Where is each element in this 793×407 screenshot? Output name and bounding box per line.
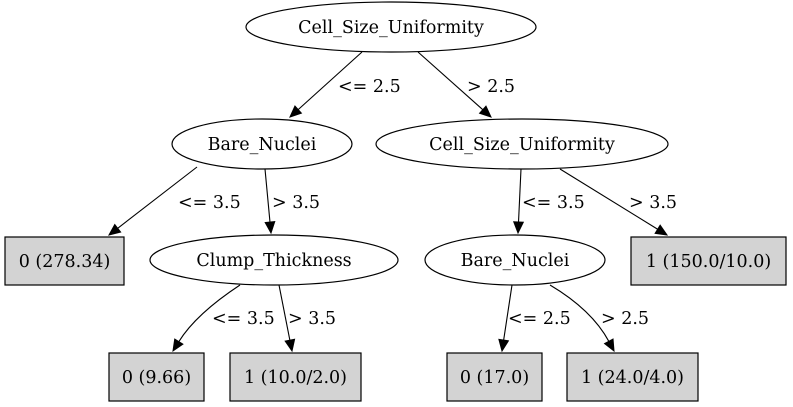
tree-edge: <= 3.5: [108, 166, 241, 236]
arrow-head-icon: [284, 338, 296, 353]
edge-line: [549, 284, 610, 342]
split-node: Clump_Thickness: [149, 234, 399, 286]
node-label: 1 (150.0/10.0): [646, 252, 771, 272]
arrow-head-icon: [512, 221, 525, 235]
node-label: Cell_Size_Uniformity: [429, 135, 615, 155]
tree-edge: <= 3.5: [172, 284, 275, 353]
leaf-node: 1 (10.0/2.0): [229, 352, 362, 402]
node-label: Cell_Size_Uniformity: [298, 18, 484, 38]
node-label: 0 (9.66): [122, 368, 191, 388]
edge-line: [264, 168, 271, 223]
leaf-node: 0 (9.66): [108, 352, 205, 402]
edge-label: > 3.5: [288, 309, 336, 329]
edge-label: <= 2.5: [338, 77, 401, 97]
edge-line: [559, 168, 658, 230]
arrow-head-icon: [108, 223, 122, 236]
tree-edge: <= 3.5: [512, 168, 585, 235]
arrow-head-icon: [289, 105, 303, 118]
node-ellipse: [245, 1, 537, 53]
leaf-node: 0 (17.0): [446, 352, 543, 402]
tree-edge: <= 2.5: [498, 284, 571, 353]
leaf-node: 1 (150.0/10.0): [630, 236, 787, 286]
arrow-head-icon: [498, 338, 510, 353]
node-label: 0 (278.34): [19, 252, 111, 272]
node-label: 1 (10.0/2.0): [244, 368, 347, 388]
leaf-node: 0 (278.34): [4, 236, 125, 286]
edge-label: <= 3.5: [178, 193, 241, 213]
arrow-head-icon: [654, 224, 669, 236]
split-node: Cell_Size_Uniformity: [245, 1, 537, 53]
arrow-head-icon: [478, 105, 492, 118]
edge-label: <= 3.5: [212, 309, 275, 329]
tree-edge: > 3.5: [264, 168, 320, 235]
node-ellipse: [424, 234, 606, 286]
tree-edge: > 2.5: [417, 51, 515, 118]
node-box: [446, 352, 543, 402]
tree-edge: <= 2.5: [289, 51, 401, 118]
edge-label: > 2.5: [601, 309, 649, 329]
node-label: 1 (24.0/4.0): [581, 368, 684, 388]
edge-line: [178, 284, 241, 342]
split-node: Bare_Nuclei: [424, 234, 606, 286]
arrow-head-icon: [172, 338, 184, 353]
edge-label: > 2.5: [467, 77, 515, 97]
node-box: [108, 352, 205, 402]
edge-label: > 3.5: [272, 193, 320, 213]
edges-layer: <= 2.5 > 2.5 <= 3.5 > 3.5 <= 3.5 > 3.5 <= 3.5 >…: [108, 51, 677, 353]
node-box: [4, 236, 125, 286]
node-ellipse: [171, 118, 353, 170]
edge-label: > 3.5: [629, 193, 677, 213]
edge-line: [417, 51, 484, 111]
tree-edge: > 3.5: [278, 284, 336, 353]
split-node: Cell_Size_Uniformity: [375, 118, 669, 170]
node-ellipse: [149, 234, 399, 286]
tree-edge: > 3.5: [559, 168, 677, 236]
leaf-node: 1 (24.0/4.0): [566, 352, 699, 402]
edge-line: [517, 168, 522, 223]
node-box: [566, 352, 699, 402]
split-node: Bare_Nuclei: [171, 118, 353, 170]
node-box: [630, 236, 787, 286]
edge-line: [503, 284, 513, 341]
edge-line: [117, 166, 198, 229]
tree-edge: > 2.5: [549, 284, 649, 353]
node-label: Bare_Nuclei: [208, 135, 317, 155]
node-label: Bare_Nuclei: [461, 251, 570, 271]
node-label: 0 (17.0): [460, 368, 529, 388]
edge-label: <= 3.5: [522, 193, 585, 213]
arrow-head-icon: [603, 338, 615, 353]
edge-label: <= 2.5: [508, 309, 571, 329]
edge-line: [278, 284, 291, 341]
node-box: [229, 352, 362, 402]
node-label: Clump_Thickness: [196, 251, 351, 271]
edge-line: [297, 51, 363, 111]
node-ellipse: [375, 118, 669, 170]
arrow-head-icon: [264, 221, 276, 235]
